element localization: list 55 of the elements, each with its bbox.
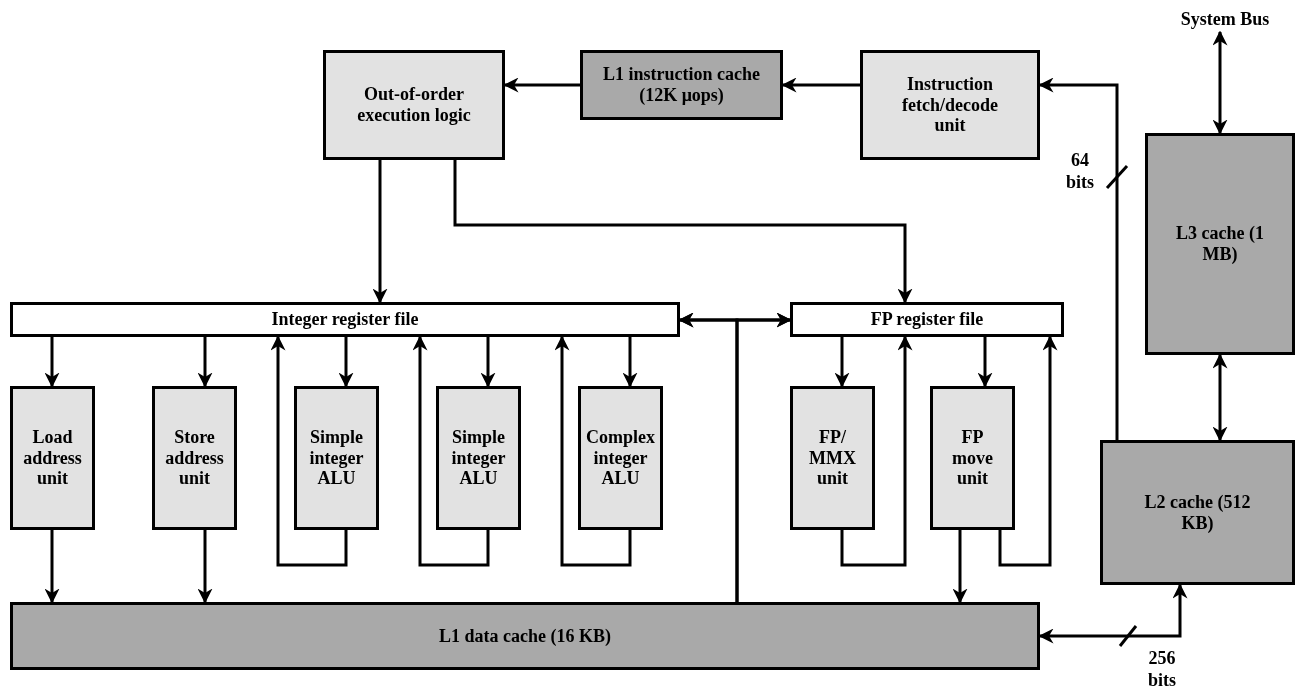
arrow — [1038, 583, 1188, 644]
unit-box — [323, 50, 505, 160]
arrow — [480, 337, 496, 388]
box-label: FP register file — [870, 309, 984, 330]
arrow — [1212, 353, 1228, 442]
box-label: Simple integer ALU — [308, 426, 365, 490]
unit-box — [10, 386, 95, 530]
register-file-box — [790, 302, 1064, 337]
box-label: Complex integer ALU — [585, 426, 656, 490]
box-label: Instruction fetch/decode unit — [901, 73, 999, 137]
box-label: L3 cache (1 MB) — [1175, 223, 1265, 265]
box-label: FP move unit — [951, 426, 994, 490]
box-label: Load address unit — [22, 426, 83, 490]
box-label: L2 cache (512 KB) — [1143, 491, 1252, 534]
unit-box — [152, 386, 237, 530]
unit-box — [930, 386, 1015, 530]
arrow — [372, 160, 388, 304]
arrow — [197, 337, 213, 388]
unit-box — [294, 386, 379, 530]
arrow — [977, 337, 993, 388]
arrow — [412, 335, 490, 567]
arrow — [834, 337, 850, 388]
box-label: L1 data cache (16 KB) — [439, 625, 611, 647]
unit-box — [790, 386, 875, 530]
box-label: FP/ MMX unit — [808, 426, 857, 490]
arrow — [554, 335, 632, 567]
bus-label: System Bus — [1155, 6, 1295, 32]
arrow — [1038, 77, 1119, 440]
unit-box — [860, 50, 1040, 160]
cache-box — [1100, 440, 1295, 585]
arrow — [840, 335, 913, 567]
box-label: Simple integer ALU — [450, 426, 507, 490]
arrow — [998, 335, 1058, 567]
arrow — [44, 337, 60, 388]
cache-box — [10, 602, 1040, 670]
unit-box — [436, 386, 521, 530]
arrow — [1212, 30, 1228, 135]
cache-box — [580, 50, 783, 120]
arrow — [197, 530, 213, 604]
arrow — [735, 312, 792, 602]
arrow — [44, 530, 60, 604]
arrow — [270, 335, 348, 567]
arrow — [338, 337, 354, 388]
arrow — [503, 77, 580, 93]
arrow — [622, 337, 638, 388]
cache-box — [1145, 133, 1295, 355]
box-label: Out-of-order execution logic — [356, 84, 472, 126]
arrow — [952, 530, 968, 604]
box-label: Store address unit — [164, 426, 225, 490]
arrow — [781, 77, 860, 93]
box-label: Integer register file — [271, 309, 419, 330]
unit-box — [578, 386, 663, 530]
register-file-box — [10, 302, 680, 337]
box-label: L1 instruction cache (12K μops) — [602, 64, 761, 106]
arrow — [453, 160, 913, 304]
